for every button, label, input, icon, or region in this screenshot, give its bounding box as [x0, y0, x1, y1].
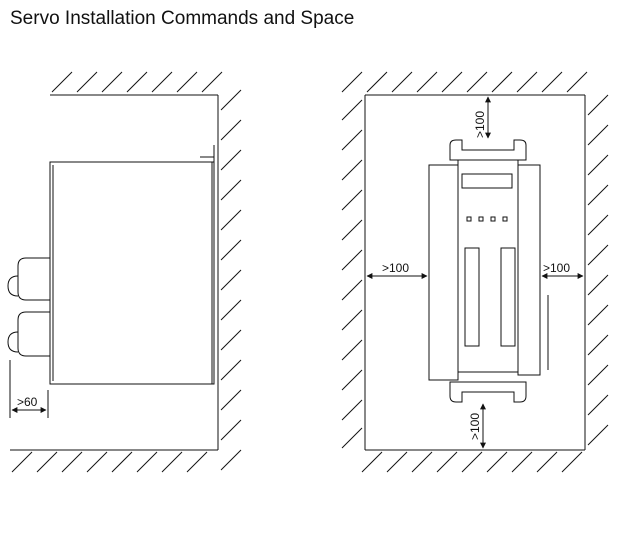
left-side-view [7, 71, 242, 473]
right-top-wall-hatching [341, 71, 588, 93]
page-title: Servo Installation Commands and Space [10, 8, 355, 29]
right-bottom-wall-hatching [361, 451, 583, 473]
front-clearance-dimension [9, 360, 49, 418]
right-right-wall-hatching [587, 94, 609, 446]
left-right-wall-hatching [217, 89, 242, 471]
terminal-slot-right [500, 247, 516, 347]
servo-drive-side [49, 161, 215, 385]
left-top-wall-hatching [50, 71, 223, 96]
terminal-slot-left [464, 247, 480, 347]
right-front-view [341, 71, 609, 473]
top-clearance-label: >100 [473, 111, 487, 138]
display-panel [461, 173, 513, 189]
left-bottom-wall-hatching [10, 449, 218, 473]
left-clearance-label: >100 [382, 261, 409, 275]
front-clearance-label: >60 [17, 395, 38, 409]
right-clearance-label: >100 [543, 261, 570, 275]
bottom-clearance-label: >100 [468, 413, 482, 440]
cable-connectors [7, 257, 50, 357]
right-left-wall-hatching [341, 99, 363, 449]
servo-drive-front [428, 139, 549, 403]
